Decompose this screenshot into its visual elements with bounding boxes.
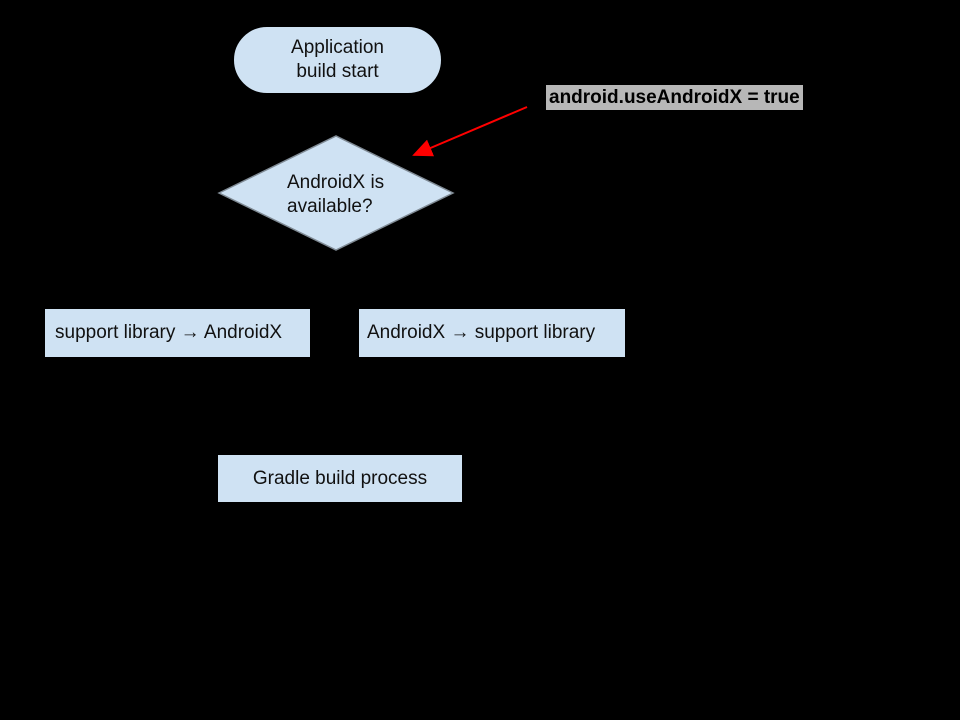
node-label-line: build start [296, 61, 379, 82]
node-application-build-start: Application build start [232, 25, 443, 95]
diamond-shape [217, 135, 455, 251]
annotation-arrow-icon [412, 106, 528, 157]
node-label-line: Application [291, 37, 384, 58]
node-label: support library → AndroidX [55, 322, 283, 343]
node-label: AndroidX → support library [367, 322, 596, 343]
node-label: Gradle build process [252, 467, 428, 489]
node-support-to-androidx: support library → AndroidX [45, 309, 310, 357]
node-label-line: available? [287, 196, 373, 217]
node-androidx-to-support: AndroidX → support library [359, 309, 625, 357]
node-label-line: AndroidX is [287, 172, 385, 193]
annotation-use-androidx: android.useAndroidX = true [546, 85, 803, 110]
decision-label: AndroidX is available? [287, 171, 384, 219]
node-androidx-available-decision [217, 135, 455, 251]
node-gradle-build-process: Gradle build process [218, 455, 462, 502]
